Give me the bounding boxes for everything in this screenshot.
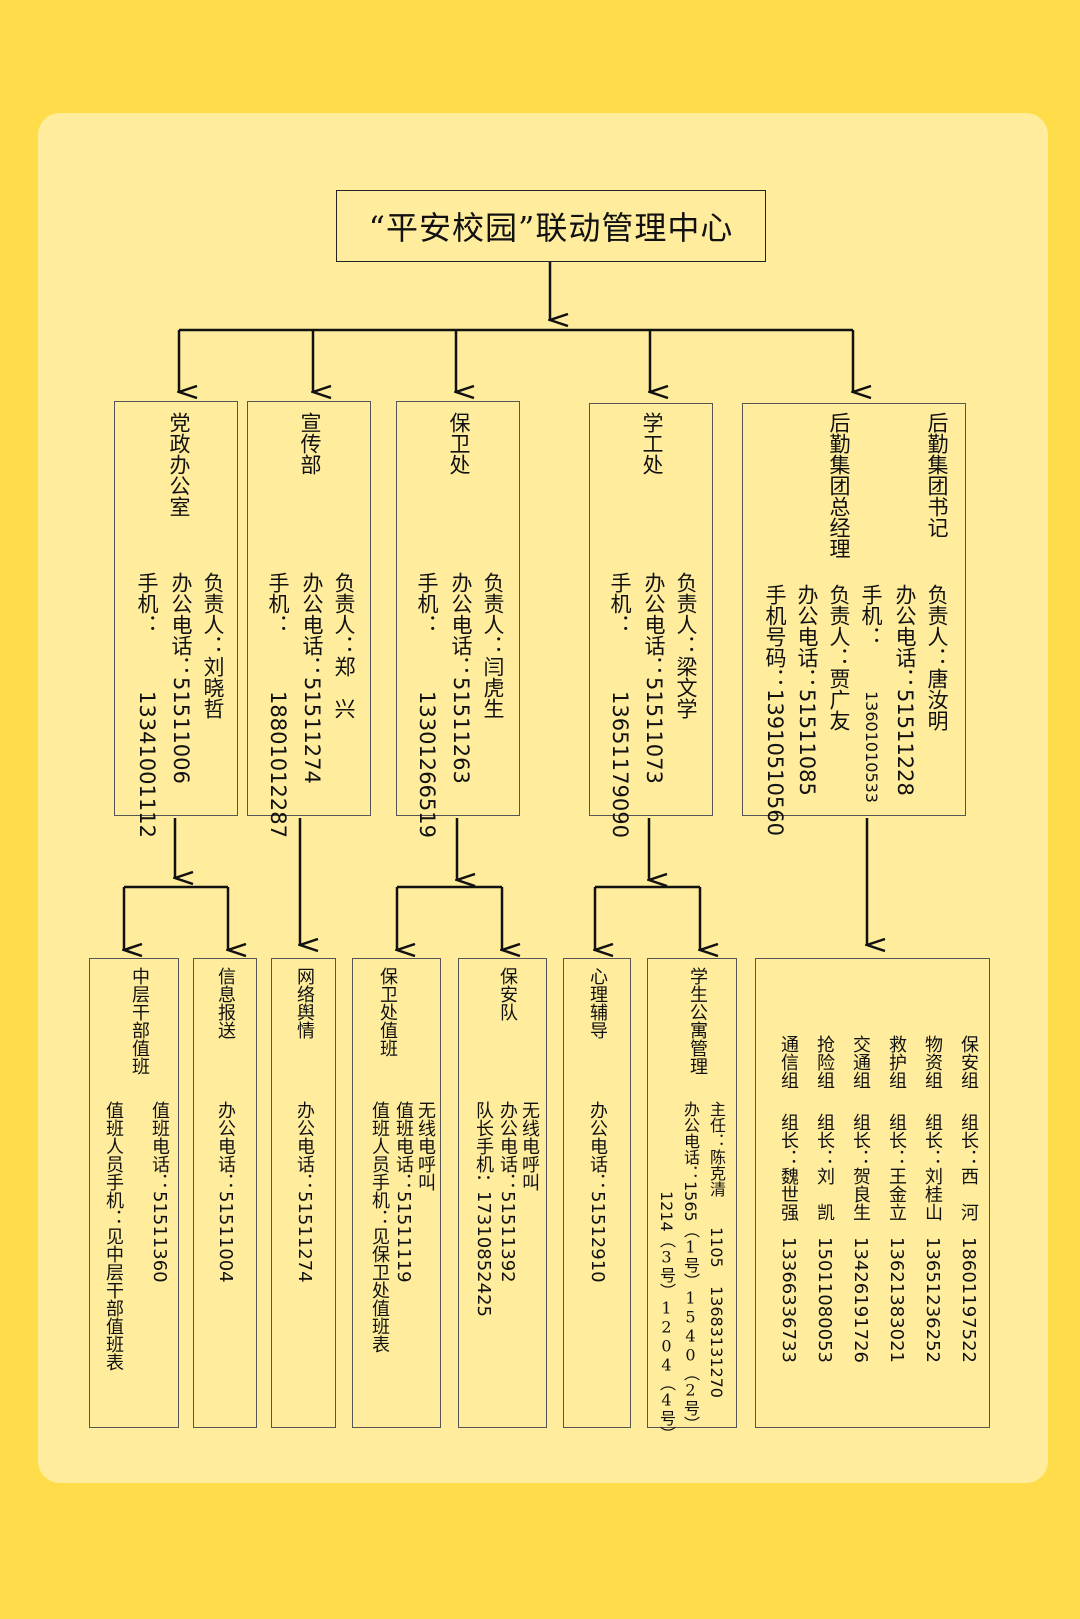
unit-name: 中层干部值班 (129, 967, 150, 1075)
unit-name: 保安队 (497, 967, 518, 1021)
contact-line: 负责人：闫虎生 (481, 572, 505, 719)
unit-box-psych: 心理辅导 办公电话：51512910 (563, 958, 631, 1428)
background-panel (38, 113, 1048, 1483)
contact-line: 手机：13651179090 (608, 572, 632, 838)
contact-line: 办公电话：51511085 (795, 584, 819, 796)
contact-line: 办公电话：51511228 (893, 584, 917, 796)
section-title: 后勤集团书记 (925, 412, 949, 538)
contact-line: 队长手机：17310852425 (473, 1101, 494, 1317)
group-leader: 组长：贺良生 (850, 1113, 871, 1221)
contact-line: 手机：13301266519 (415, 572, 439, 838)
center-title: “平安校园”联动管理中心 (368, 209, 734, 247)
department-box-logistics: 后勤集团书记 后勤集团总经理 负责人：唐汝明 办公电话：51511228 手机：… (742, 403, 966, 836)
group-name: 保安组 (958, 1035, 979, 1089)
unit-box-dorm: 学生公寓管理 主任：陈克清110513683131270 办公电话：1565（1… (647, 958, 737, 1442)
contact-line: 手机：18801012287 (266, 572, 290, 838)
unit-box-guard-team: 保安队 无线电呼叫 办公电话：51511392 队长手机：17310852425 (458, 958, 547, 1428)
group-column: 物资组组长：刘桂山 13651236252 (922, 1035, 943, 1363)
group-name: 物资组 (922, 1035, 943, 1089)
unit-name: 心理辅导 (587, 967, 608, 1039)
unit-box-guard-duty: 保卫处值班 无线电呼叫 值班电话：51511119 值班人员手机：见保卫处值班表 (352, 958, 441, 1428)
group-name: 抢险组 (814, 1035, 835, 1089)
department-box-publicity: 宣传部 负责人：郑 兴 办公电话：51511274 手机：18801012287 (247, 401, 371, 838)
group-name: 交通组 (850, 1035, 871, 1089)
unit-box-duty: 中层干部值班 值班电话：51511360 值班人员手机：见中层干部值班表 (89, 958, 179, 1428)
group-phone: 13651236252 (922, 1237, 943, 1363)
department-box-security: 保卫处 负责人：闫虎生 办公电话：51511263 手机：13301266519 (396, 401, 520, 838)
unit-name: 学生公寓管理 (687, 967, 708, 1075)
contact-line: 负责人：贾广友 (827, 584, 851, 731)
group-column: 救护组组长：王金立 13621383021 (886, 1035, 907, 1363)
unit-name: 网络舆情 (294, 967, 315, 1039)
group-leader: 组长：刘桂山 (922, 1113, 943, 1221)
group-leader: 组长：魏世强 (778, 1113, 799, 1221)
department-name: 保卫处 (447, 412, 471, 475)
contact-line: 办公电话：1565（1号）1540（2号） (681, 1101, 700, 1432)
center-title-box: “平安校园”联动管理中心 (336, 190, 766, 262)
group-phone: 18601197522 (958, 1237, 979, 1363)
section-title: 后勤集团总经理 (827, 412, 851, 559)
contact-line: 办公电话：51511274 (294, 1101, 315, 1283)
department-name: 党政办公室 (167, 412, 191, 517)
contact-line: 手机：13601010533 (859, 584, 883, 803)
group-phone: 13366336733 (778, 1237, 799, 1363)
department-box-student-affairs: 学工处 负责人：梁文学 办公电话：51511073 手机：13651179090 (589, 403, 713, 838)
contact-line: 办公电话：51511274 (300, 572, 324, 784)
group-column: 交通组组长：贺良生 13426191726 (850, 1035, 871, 1363)
group-leader: 组长：西 河 (958, 1113, 979, 1221)
contact-line: 负责人：梁文学 (674, 572, 698, 719)
group-column: 抢险组组长：刘 凯 15011080053 (814, 1035, 835, 1363)
contact-line: 值班电话：51511360 (149, 1101, 170, 1283)
contact-line: 值班电话：51511119 (393, 1101, 414, 1283)
department-name: 学工处 (640, 412, 664, 475)
group-phone: 13621383021 (886, 1237, 907, 1363)
contact-line: 1214（3号）1204（4号） (657, 1191, 676, 1442)
contact-line: 负责人：郑 兴 (332, 572, 356, 719)
unit-name: 信息报送 (215, 967, 236, 1039)
contact-line: 值班人员手机：见保卫处值班表 (369, 1101, 390, 1353)
group-column: 通信组组长：魏世强 13366336733 (778, 1035, 799, 1363)
department-box-party-office: 党政办公室 负责人：刘晓哲 办公电话：51511006 手机：133410011… (114, 401, 238, 838)
contact-line: 主任：陈克清110513683131270 (707, 1101, 726, 1398)
contact-line: 手机号码：13910510560 (763, 584, 787, 836)
contact-line: 负责人：刘晓哲 (201, 572, 225, 719)
unit-name: 保卫处值班 (377, 967, 398, 1057)
contact-line: 值班人员手机：见中层干部值班表 (103, 1101, 124, 1371)
contact-line: 办公电话：51511004 (215, 1101, 236, 1283)
group-name: 通信组 (778, 1035, 799, 1089)
group-leader: 组长：王金立 (886, 1113, 907, 1221)
group-phone: 15011080053 (814, 1237, 835, 1363)
group-phone: 13426191726 (850, 1237, 871, 1363)
contact-line: 办公电话：51512910 (587, 1101, 608, 1283)
contact-line: 办公电话：51511263 (449, 572, 473, 784)
group-column: 保安组组长：西 河 18601197522 (958, 1035, 979, 1363)
department-name: 宣传部 (298, 412, 322, 475)
contact-line: 负责人：唐汝明 (925, 584, 949, 731)
contact-line: 办公电话：51511392 (497, 1101, 518, 1283)
group-leader: 组长：刘 凯 (814, 1113, 835, 1221)
contact-line: 办公电话：51511006 (169, 572, 193, 784)
contact-line: 手机：13341001112 (135, 572, 159, 838)
contact-line: 无线电呼叫 (519, 1101, 540, 1191)
unit-box-groups: 保安组组长：西 河 18601197522 物资组组长：刘桂山 13651236252… (755, 958, 990, 1428)
contact-line: 无线电呼叫 (415, 1101, 436, 1191)
group-name: 救护组 (886, 1035, 907, 1089)
unit-box-opinion: 网络舆情 办公电话：51511274 (271, 958, 336, 1428)
contact-line: 办公电话：51511073 (642, 572, 666, 784)
unit-box-info: 信息报送 办公电话：51511004 (193, 958, 257, 1428)
